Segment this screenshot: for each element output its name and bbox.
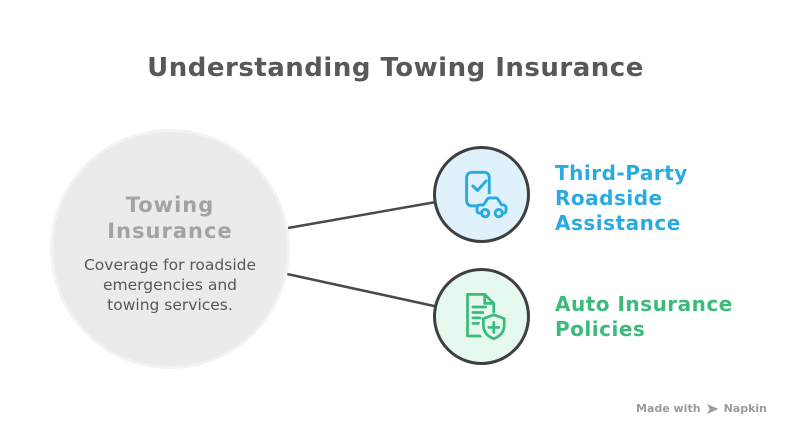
main-topic-description: Coverage for roadside emergencies and to…	[53, 255, 287, 315]
document-shield-plus-icon	[465, 292, 509, 343]
phone-check-car-icon	[464, 170, 510, 219]
page-title: Understanding Towing Insurance	[147, 53, 644, 83]
label-line: Roadside	[555, 186, 663, 210]
label-line: Assistance	[555, 211, 681, 235]
made-with-text: Made with	[636, 402, 701, 415]
label-line: Third-Party	[555, 161, 688, 185]
brand-text: Napkin	[723, 402, 767, 415]
description-line: towing services.	[107, 296, 233, 314]
main-topic-circle: Towing Insurance Coverage for roadside e…	[50, 129, 290, 369]
label-line: Auto Insurance	[555, 292, 733, 316]
main-heading-line: Insurance	[107, 219, 233, 243]
branch-node-roadside-assistance	[433, 146, 530, 243]
branch-label-auto-insurance: Auto Insurance Policies	[555, 292, 733, 342]
made-with-napkin-watermark: Made with Napkin	[636, 402, 767, 415]
connector-line-top	[286, 200, 438, 230]
main-heading-line: Towing	[125, 193, 215, 217]
napkin-logo-icon	[706, 403, 719, 414]
description-line: emergencies and	[103, 276, 237, 294]
label-line: Policies	[555, 317, 646, 341]
description-line: Coverage for roadside	[83, 256, 257, 274]
branch-node-auto-insurance	[433, 268, 530, 365]
branch-label-roadside-assistance: Third-Party Roadside Assistance	[555, 161, 688, 236]
main-topic-heading: Towing Insurance	[53, 192, 287, 244]
connector-line-bottom	[285, 272, 436, 308]
